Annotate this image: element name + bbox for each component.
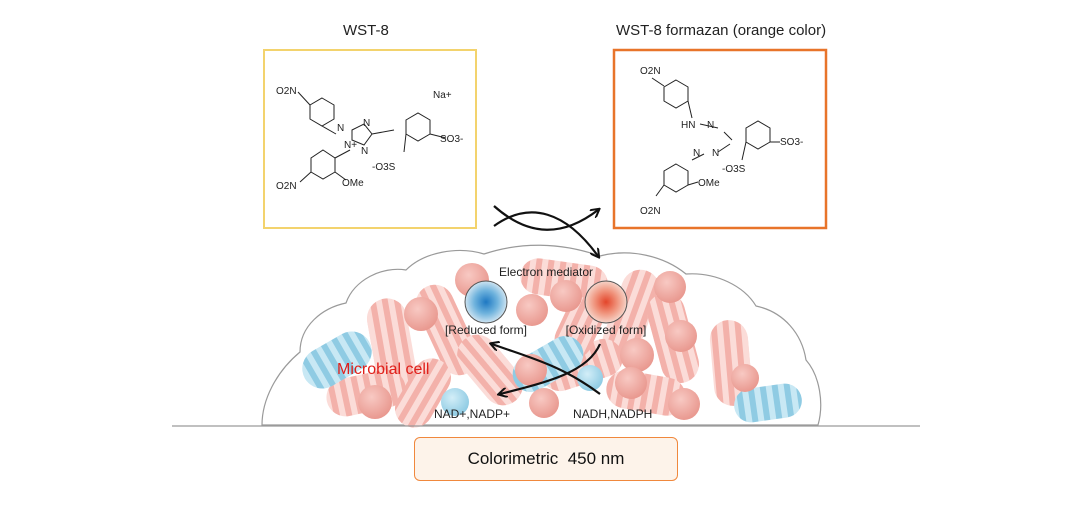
detection-box: Colorimetric 450 nm (414, 437, 678, 481)
atom-label: O2N (276, 86, 297, 97)
coccus (615, 367, 647, 399)
atom-label: N+ (344, 140, 357, 151)
coccus (654, 271, 686, 303)
atom-label: O2N (276, 181, 297, 192)
atom-label: N (337, 123, 344, 134)
bacterium-blue (734, 383, 802, 423)
coccus-blue (577, 365, 603, 391)
reactant-box (263, 49, 477, 229)
atom-label: Na+ (433, 90, 452, 101)
atom-label: SO3- (440, 134, 463, 145)
formazan-atoms: O2N HN N N N SO3- -O3S OMe O2N (640, 66, 803, 217)
atom-label: O2N (640, 66, 661, 77)
mediator-title: Electron mediator (499, 265, 593, 279)
benzene-ring (310, 149, 336, 180)
reduced-form-label: [Reduced form] (445, 323, 527, 337)
atom-label: N (363, 118, 370, 129)
atom-label: N (707, 120, 714, 131)
bacterium-blue (302, 331, 372, 389)
product-box (612, 48, 828, 230)
oxidized-form-label: [Oxidized form] (566, 323, 647, 337)
bacterium (520, 258, 608, 302)
coccus-blue (441, 388, 469, 416)
atom-label: OMe (698, 178, 720, 189)
arrow-to-nad (500, 343, 602, 394)
oxidized-mediator-sphere (584, 280, 628, 324)
formazan-structure (651, 77, 780, 197)
microbial-cell-label: Microbial cell (337, 361, 429, 378)
atom-label: O2N (640, 206, 661, 217)
coccus (516, 294, 548, 326)
coccus (665, 320, 697, 352)
benzene-ring (663, 79, 689, 109)
detection-label: Colorimetric 450 nm (467, 449, 625, 468)
cofactor-reduced-label: NADH,NADPH (573, 407, 652, 421)
coccus (358, 385, 392, 419)
coccus (515, 354, 547, 386)
coccus (731, 364, 759, 392)
benzene-ring (663, 163, 689, 193)
arrow-to-reduced (492, 344, 601, 395)
bacterium (602, 269, 660, 361)
cofactor-oxidized-label: NAD+,NADP+ (434, 407, 510, 421)
coccus (529, 388, 559, 418)
coccus (550, 280, 582, 312)
atom-label: N (361, 146, 368, 157)
atom-label: -O3S (372, 162, 396, 173)
lower-exchange-arrows (492, 343, 602, 395)
product-title: WST-8 formazan (orange color) (616, 22, 827, 39)
bacterium (395, 358, 451, 428)
atom-label: N (693, 148, 700, 159)
arrow-to-mediator (493, 211, 598, 256)
atom-label: HN (681, 120, 695, 131)
reduced-mediator-sphere (464, 280, 508, 324)
coccus (668, 388, 700, 420)
reactant-title: WST-8 (343, 22, 389, 39)
coccus (404, 297, 438, 331)
cocci-layer (358, 263, 759, 420)
wst8-structure (297, 91, 447, 183)
atom-label: N (712, 148, 719, 159)
upper-exchange-arrows (493, 205, 598, 256)
atom-label: OMe (342, 178, 364, 189)
atom-label: -O3S (722, 164, 746, 175)
wst8-atoms: O2N Na+ N N N+ N SO3- -O3S O2N OMe (276, 86, 463, 192)
atom-label: SO3- (780, 137, 803, 148)
arrow-to-formazan (493, 205, 598, 231)
coccus (620, 338, 654, 372)
